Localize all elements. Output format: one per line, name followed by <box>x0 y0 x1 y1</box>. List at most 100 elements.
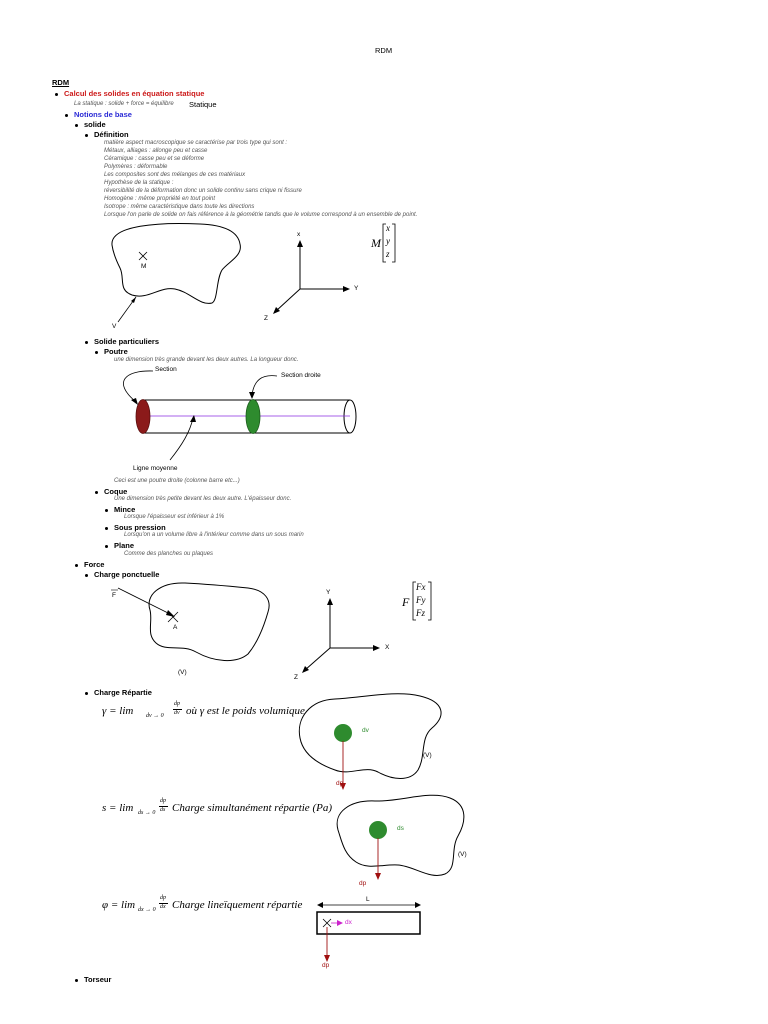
eq-gamma-sub: dv → 0 <box>146 713 164 719</box>
vector-fy: Fy <box>416 595 426 605</box>
ligne-pointer-head <box>190 415 196 422</box>
eq-phi-sub: dx → 0 <box>138 907 156 913</box>
section-green <box>245 399 261 434</box>
item-torseur: Torseur <box>74 975 112 984</box>
eq-phi-lhs: φ = lim <box>102 899 136 911</box>
label-dp: dp <box>336 780 344 787</box>
label-v: V <box>112 323 117 330</box>
definition-line: Isotrope : même caractéristique dans tou… <box>104 204 255 210</box>
label-section: Section <box>155 366 177 373</box>
axis-z-line <box>304 647 331 671</box>
label-axis-z: Z <box>264 315 268 322</box>
label-dv: dv <box>362 727 369 734</box>
plane-desc: Comme des planches ou plaques <box>124 551 214 557</box>
axis-z-line <box>275 288 301 312</box>
definition-line: Lorsque l'on parle de solide on fais réf… <box>104 212 418 218</box>
section-pointer <box>123 370 154 403</box>
vector-bracket-right <box>392 223 396 263</box>
section-calcul: Calcul des solides en équation statique <box>54 89 205 98</box>
label-f: F <box>112 592 116 599</box>
ponctuelle-blob <box>148 582 270 661</box>
vector-fz: Fz <box>416 608 425 618</box>
vector-m-x: x <box>386 223 390 233</box>
item-force: Force <box>74 560 105 569</box>
label-v-surface: (V) <box>458 851 467 858</box>
item-charge-repartie: Charge Répartie <box>85 688 152 697</box>
eq-phi-rest: Charge lineïquement répartie <box>172 899 303 911</box>
section-droite-pointer-head <box>249 392 255 399</box>
a-mark <box>167 611 179 623</box>
definition-line: Hypothèse de la statique : <box>104 180 174 186</box>
label-l: L <box>366 896 370 903</box>
v-pointer-head <box>131 297 136 303</box>
section-red <box>135 399 151 434</box>
vector-m-z: z <box>386 249 390 259</box>
label-axis-x: X <box>385 644 390 651</box>
definition-line: Métaux, alliages : allonge peu et casse <box>104 148 208 154</box>
dx-vector-head <box>337 920 343 926</box>
force-vector <box>117 587 173 616</box>
eq-gamma-den: dv <box>174 710 180 716</box>
eq-gamma-fraction-bar <box>173 709 182 710</box>
eq-s-sub: ds → 0 <box>138 810 156 816</box>
statique-note: La statique : solide + force = équilibre <box>74 101 174 107</box>
label-dp: dp <box>322 962 330 969</box>
item-sous-pression: Sous pression <box>105 523 166 532</box>
dx-mark <box>322 918 332 928</box>
ds-element <box>369 821 387 839</box>
vector-bracket-left <box>382 223 386 263</box>
label-dx: dx <box>345 919 352 926</box>
eq-gamma-num: dp <box>174 701 180 707</box>
vector-m-y: y <box>386 236 390 246</box>
beam-end-cap <box>343 399 357 434</box>
eq-gamma-rest: où γ est le poids volumique <box>186 705 305 717</box>
statique-tag: Statique <box>189 100 217 109</box>
eq-gamma-lhs: γ = lim <box>102 705 134 717</box>
eq-s-rest: Charge simultanément répartie (Pa) <box>172 802 332 814</box>
label-v-ponct: (V) <box>178 669 187 676</box>
solide-blob <box>111 222 241 304</box>
axis-z-arrow <box>273 307 280 314</box>
dp-vector-head <box>375 873 381 880</box>
section-notions: Notions de base <box>65 110 132 119</box>
vector-bracket-right <box>428 581 432 621</box>
label-ligne-moyenne: Ligne moyenne <box>133 465 178 472</box>
poutre-caption: Ceci est une poutre droite (colonne barr… <box>114 478 240 484</box>
label-v-volume: (V) <box>423 752 432 759</box>
axis-x-arrow <box>297 240 303 247</box>
definition-line: Polymères : déformable <box>104 164 168 170</box>
item-poutre: Poutre <box>95 347 128 356</box>
label-dp: dp <box>359 880 367 887</box>
definition-line: Homogène : même propriété en tout point <box>104 196 216 202</box>
axis-x-arrow <box>373 645 380 651</box>
label-axis-x: x <box>297 231 301 238</box>
vector-f-letter: F <box>402 595 410 609</box>
definition-line: réversibilité de la déformation donc un … <box>104 188 302 194</box>
eq-s-fraction-bar <box>159 806 168 807</box>
definition-line: Céramique : casse peu et se déforme <box>104 156 205 162</box>
mince-desc: Lorsque l'épaisseur est inférieur à 1% <box>124 514 225 520</box>
eq-phi-fraction-bar <box>159 903 168 904</box>
eq-phi-num: dp <box>160 895 166 901</box>
dp-vector-head <box>324 955 330 962</box>
item-definition: Définition <box>85 130 129 139</box>
label-ds: ds <box>397 825 404 832</box>
eq-s-den: ds <box>160 807 166 813</box>
pression-desc: Lorsqu'on a un volume libre à l'intérieu… <box>124 532 304 538</box>
axis-z-arrow <box>302 666 309 673</box>
label-axis-y: Y <box>354 285 359 292</box>
item-plane: Plane <box>104 541 135 550</box>
main-heading: RDM <box>52 78 70 87</box>
definition-line: Les composites sont des mélanges de ces … <box>104 172 246 178</box>
m-mark <box>138 251 148 261</box>
label-a: A <box>173 624 178 631</box>
vector-bracket-left <box>412 581 416 621</box>
length-arrow-right <box>415 902 421 908</box>
item-solide: solide <box>75 120 106 129</box>
section-droite-pointer <box>251 375 278 396</box>
item-coque: Coque <box>94 487 128 496</box>
